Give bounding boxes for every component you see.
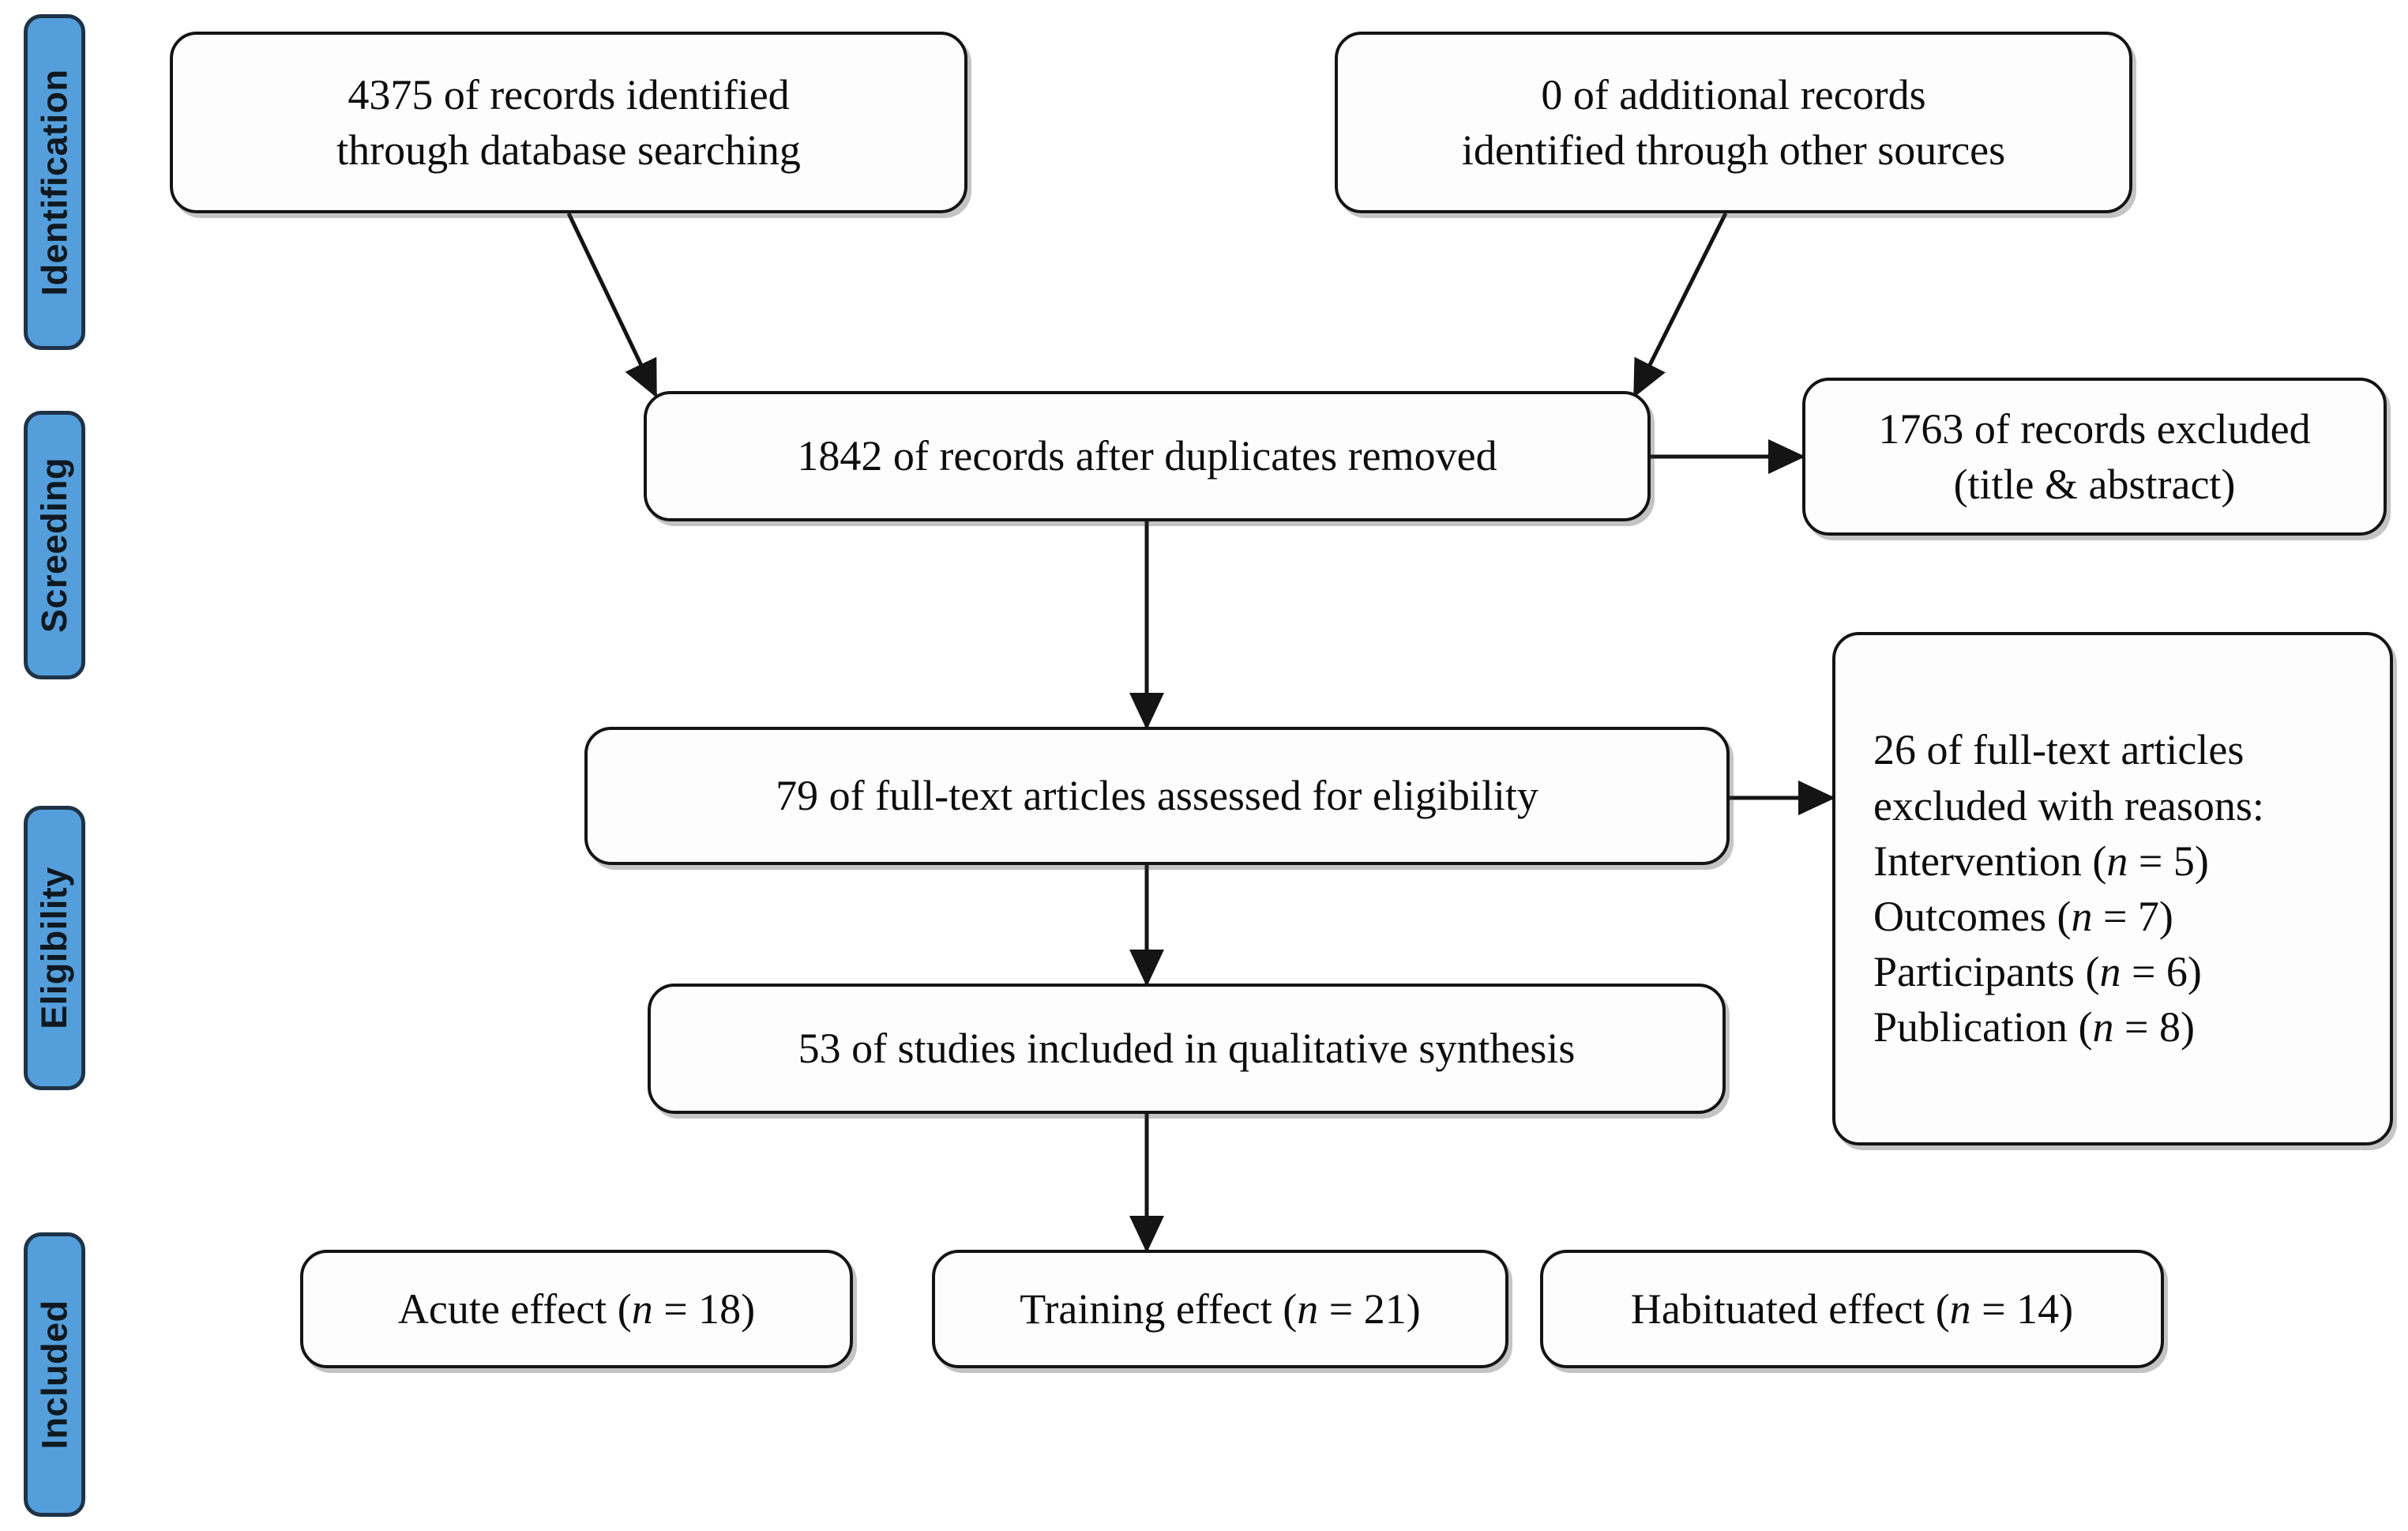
box-records-identified-other: 0 of additional records identified throu… bbox=[1335, 32, 2132, 213]
box-fulltext-assessed: 79 of full-text articles assessed for el… bbox=[584, 727, 1730, 865]
stage-label-included-text: Included bbox=[34, 1300, 75, 1450]
box-fulltext-excluded-reasons: 26 of full-text articles excluded with r… bbox=[1832, 632, 2393, 1145]
stage-label-eligibility-text: Eligibility bbox=[34, 867, 74, 1029]
box-habituated-effect-text: Habituated effect (n = 14) bbox=[1630, 1285, 2074, 1333]
box-after-duplicates-text: 1842 of records after duplicates removed bbox=[797, 432, 1497, 480]
reason-outcomes: Outcomes (n = 7) bbox=[1873, 893, 2173, 940]
box-acute-effect: Acute effect (n = 18) bbox=[300, 1250, 853, 1368]
box-records-excluded-line2: (title & abstract) bbox=[1953, 461, 2236, 508]
stage-label-identification: Identification bbox=[24, 14, 85, 350]
box-fulltext-excluded-line1: 26 of full-text articles bbox=[1873, 726, 2245, 774]
box-acute-effect-text: Acute effect (n = 18) bbox=[397, 1285, 756, 1333]
box-fulltext-assessed-text: 79 of full-text articles assessed for el… bbox=[776, 772, 1538, 820]
reason-intervention: Intervention (n = 5) bbox=[1873, 837, 2209, 885]
box-training-effect: Training effect (n = 21) bbox=[932, 1250, 1508, 1368]
arrow-database-to-duplicates bbox=[566, 212, 658, 398]
stage-label-screening-text: Screeding bbox=[34, 457, 75, 634]
arrow-other-to-duplicates bbox=[1632, 212, 1728, 398]
box-database-line2: through database searching bbox=[336, 126, 801, 174]
box-qualitative-synthesis-text: 53 of studies included in qualitative sy… bbox=[798, 1025, 1576, 1073]
box-other-line1: 0 of additional records bbox=[1541, 70, 1926, 118]
box-training-effect-text: Training effect (n = 21) bbox=[1020, 1285, 1421, 1333]
reason-participants: Participants (n = 6) bbox=[1873, 948, 2202, 996]
stage-label-screening: Screeding bbox=[24, 411, 85, 679]
box-records-after-duplicates: 1842 of records after duplicates removed bbox=[644, 391, 1651, 521]
stage-label-identification-text: Identification bbox=[34, 69, 74, 295]
box-database-line1: 4375 of records identified bbox=[347, 70, 790, 118]
box-records-excluded-line1: 1763 of records excluded bbox=[1878, 404, 2311, 453]
box-habituated-effect: Habituated effect (n = 14) bbox=[1540, 1250, 2164, 1368]
box-qualitative-synthesis: 53 of studies included in qualitative sy… bbox=[648, 984, 1726, 1114]
stage-label-included: Included bbox=[24, 1232, 85, 1517]
reason-publication: Publication (n = 8) bbox=[1873, 1003, 2195, 1051]
box-records-identified-database: 4375 of records identified through datab… bbox=[170, 32, 967, 213]
stage-label-eligibility: Eligibility bbox=[24, 806, 85, 1090]
box-other-line2: identified through other sources bbox=[1461, 126, 2006, 174]
box-fulltext-excluded-line2: excluded with reasons: bbox=[1873, 781, 2264, 829]
box-records-excluded: 1763 of records excluded (title & abstra… bbox=[1802, 378, 2387, 536]
